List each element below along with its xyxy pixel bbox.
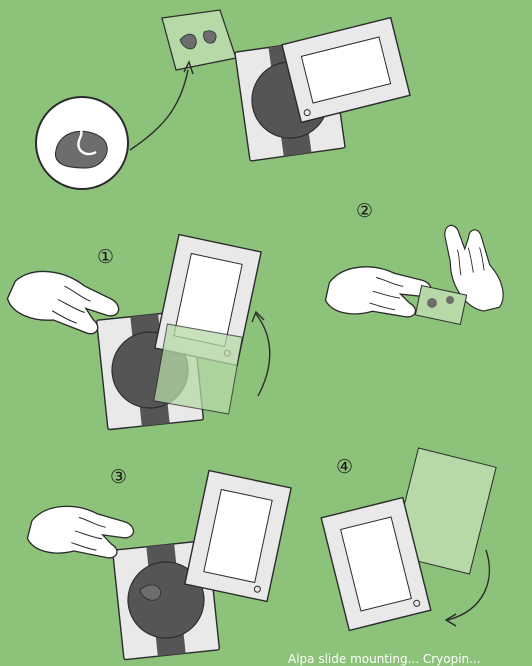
arrowhead — [183, 60, 194, 75]
magnified-tissue — [35, 96, 129, 190]
top-frame — [281, 16, 411, 124]
step-3-number: ③ — [110, 466, 128, 488]
sample-bag — [161, 9, 237, 71]
step2-hands — [323, 215, 510, 326]
step4-fold-arrow — [447, 549, 490, 621]
step1-rotate-arrow — [255, 313, 271, 397]
step-2-number: ② — [356, 200, 374, 222]
arrowhead — [251, 310, 265, 323]
caption: Alpa slide mounting... Cryopin... — [288, 652, 481, 666]
step4-cover-sheet — [391, 447, 497, 575]
magnify-arrow — [129, 69, 189, 151]
step3-frame — [184, 469, 292, 603]
step3-tissue — [139, 584, 162, 601]
arrowhead — [444, 613, 457, 627]
step1-cover-sheet — [153, 323, 243, 415]
step-1-number: ① — [97, 246, 115, 268]
step-4-number: ④ — [336, 456, 354, 478]
